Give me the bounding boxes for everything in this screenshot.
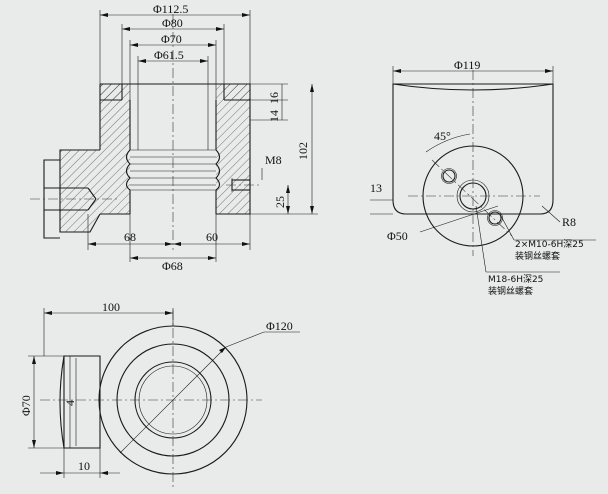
dim-dia-119: Φ119 <box>454 58 480 72</box>
side-view: Φ119 45° 13 R8 Φ50 2×M10-6H深25 装钢丝螺套 M18… <box>370 58 596 297</box>
dim-100: 100 <box>102 300 120 314</box>
note-m10: 2×M10-6H深25 <box>515 239 584 250</box>
front-section-view: Φ112.5 Φ80 Φ70 Φ61.5 16 14 102 <box>30 2 318 273</box>
dim-dia-70-top: Φ70 <box>19 395 33 416</box>
dim-dia-70: Φ70 <box>161 32 182 46</box>
dim-dia-120: Φ120 <box>266 319 293 333</box>
dim-25: 25 <box>273 196 287 208</box>
dim-14: 14 <box>267 110 281 122</box>
dim-10: 10 <box>78 459 90 473</box>
note-m18: M18-6H深25 <box>488 274 543 285</box>
dim-dia-61-5: Φ61.5 <box>154 48 184 62</box>
top-view: 100 Φ120 Φ70 4 10 <box>19 300 300 490</box>
thread-m8: M8 <box>265 153 282 167</box>
dim-13: 13 <box>370 181 382 195</box>
dim-dia-112-5: Φ112.5 <box>153 2 188 16</box>
dim-dia-68: Φ68 <box>162 259 183 273</box>
dim-dia-80: Φ80 <box>162 16 183 30</box>
note-m18-sub: 装钢丝螺套 <box>488 285 533 297</box>
dim-4: 4 <box>63 400 77 406</box>
dim-16: 16 <box>267 92 281 104</box>
dim-right-60: 60 <box>206 230 218 244</box>
note-m10-sub: 装钢丝螺套 <box>515 250 560 262</box>
radius-r8: R8 <box>562 215 576 229</box>
dim-height-102: 102 <box>296 142 310 160</box>
dim-dia-50: Φ50 <box>387 229 408 243</box>
angle-45: 45° <box>434 129 451 143</box>
section-hatching <box>60 84 250 232</box>
